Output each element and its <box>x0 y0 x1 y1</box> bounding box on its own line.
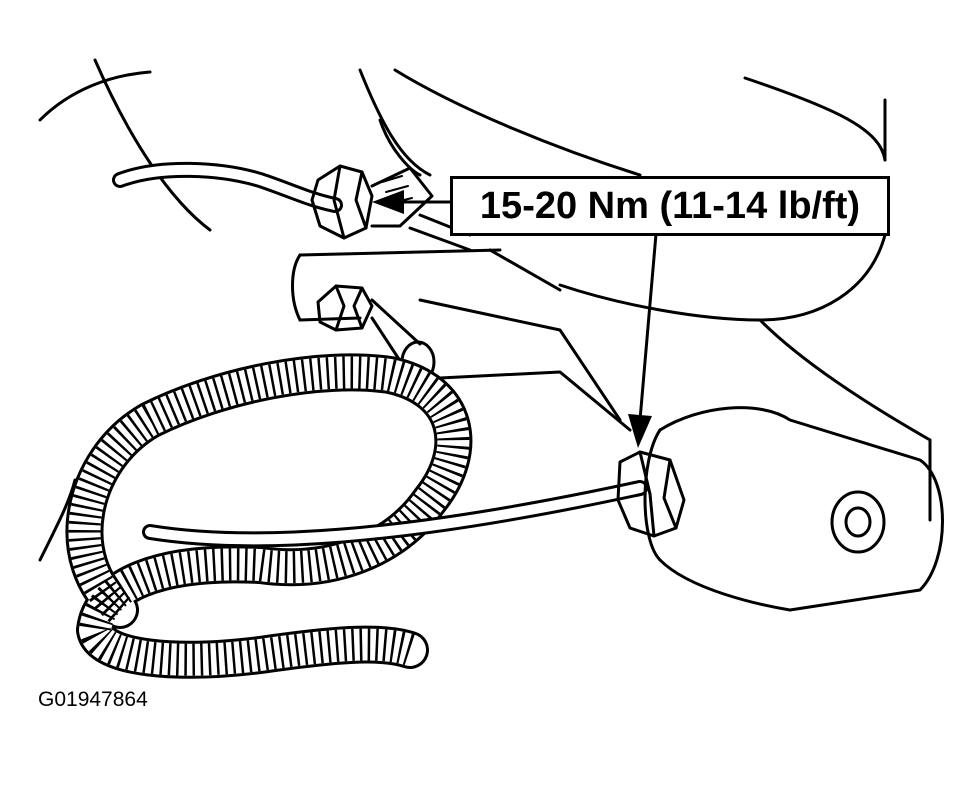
corrugated-hose <box>65 353 473 679</box>
torque-label: 15-20 Nm (11-14 lb/ft) <box>479 184 861 227</box>
upper-pipe <box>112 161 343 213</box>
arrow-icon <box>372 190 658 448</box>
sensor-fitting-icon <box>616 406 944 612</box>
mounting-bracket <box>291 248 632 432</box>
engine-outline <box>38 58 932 562</box>
line-fitting-icon <box>310 164 472 252</box>
torque-callout: 15-20 Nm (11-14 lb/ft) <box>450 176 890 236</box>
lower-pipe <box>142 480 648 548</box>
figure-id: G01947864 <box>38 688 148 711</box>
